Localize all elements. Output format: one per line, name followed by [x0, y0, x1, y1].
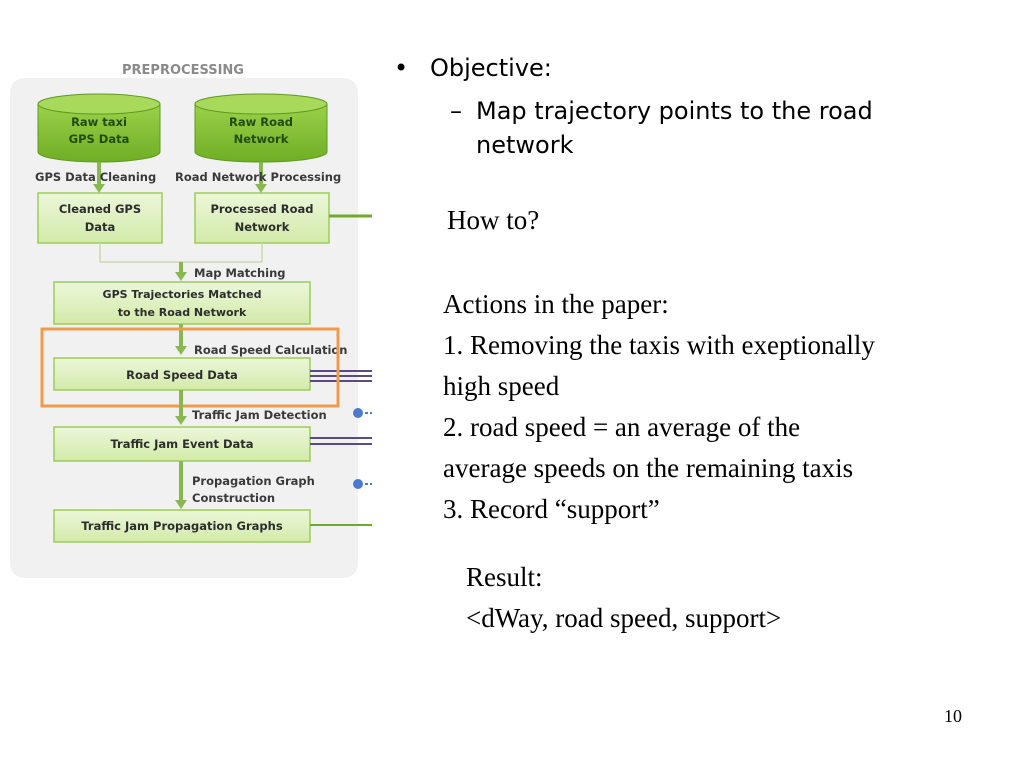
- action-line: average speeds on the remaining taxis: [443, 453, 854, 483]
- diagram-title: PREPROCESSING: [122, 63, 244, 78]
- action-line: 2. road speed = an average of the: [443, 412, 801, 442]
- objective-bullet: • Objective:: [394, 54, 552, 82]
- box-traffic-jam-event: Traffic Jam Event Data: [53, 426, 311, 462]
- cylinder-label-line: GPS Data: [69, 132, 130, 146]
- box-road-speed-data: Road Speed Data: [53, 357, 311, 391]
- box-label: Traffic Jam Propagation Graphs: [81, 519, 282, 533]
- connector-road-speed: [310, 370, 372, 382]
- step-label-road-speed-calc: Road Speed Calculation: [194, 343, 347, 357]
- box-processed-road: Processed Road Network: [194, 192, 330, 244]
- cylinder-label-line: Network: [234, 132, 289, 146]
- action-line: 1. Removing the taxis with exeptionally: [443, 330, 875, 360]
- page-number: 10: [944, 706, 962, 726]
- cylinder-raw-taxi-gps: Raw taxi GPS Data: [37, 93, 161, 163]
- cylinder-label-line: Raw Road: [229, 115, 293, 129]
- action-line: high speed: [443, 371, 560, 401]
- objective-sub-text: Map trajectory points to the road networ…: [476, 97, 873, 159]
- cylinder-label-line: Raw taxi: [71, 115, 127, 129]
- connector-dot: [353, 479, 363, 489]
- step-label-map-matching: Map Matching: [194, 266, 286, 280]
- bullet-dot: •: [394, 54, 409, 82]
- result-block: Result: <dWay, road speed, support>: [466, 557, 781, 639]
- box-label-line: Data: [85, 220, 116, 234]
- box-label: Road Speed Data: [126, 368, 238, 382]
- actions-block: Actions in the paper: 1. Removing the ta…: [443, 284, 875, 530]
- step-label-gps-cleaning: GPS Data Cleaning: [35, 170, 156, 184]
- box-label: Traffic Jam Event Data: [110, 437, 253, 451]
- arrow-map-matching: [175, 262, 187, 281]
- box-label-line: to the Road Network: [118, 306, 247, 319]
- arrow-propagation-graph: [175, 461, 187, 509]
- box-label-line: Processed Road: [210, 202, 313, 216]
- arrow-traffic-jam-detection: [175, 390, 187, 425]
- objective-sub-bullet: – Map trajectory points to the road netw…: [450, 94, 956, 162]
- arrows-top: [93, 162, 267, 193]
- box-label-line: Cleaned GPS: [59, 202, 141, 216]
- box-cleaned-gps: Cleaned GPS Data: [37, 192, 163, 244]
- objective-heading: Objective:: [430, 54, 552, 82]
- connector-traffic-jam: [310, 437, 372, 445]
- result-title: Result:: [466, 562, 543, 592]
- actions-title: Actions in the paper:: [443, 289, 669, 319]
- result-value: <dWay, road speed, support>: [466, 603, 782, 633]
- cylinder-raw-road-network: Raw Road Network: [194, 93, 328, 163]
- preprocessing-diagram: PREPROCESSING Raw taxi GPS Data Raw Road…: [10, 63, 372, 578]
- highlight-box: [40, 327, 340, 408]
- step-label-traffic-jam-detection: Traffic Jam Detection: [192, 408, 327, 422]
- box-label-line: GPS Trajectories Matched: [103, 288, 262, 301]
- action-line: 3. Record “support”: [443, 494, 660, 524]
- box-label-line: Network: [235, 220, 290, 234]
- step-label-propagation-graph: Propagation Graph: [192, 474, 315, 488]
- bullet-dash: –: [450, 97, 462, 125]
- connector-dot: [353, 408, 363, 418]
- step-label-road-processing: Road Network Processing: [175, 170, 341, 184]
- box-gps-trajectories: GPS Trajectories Matched to the Road Net…: [53, 281, 311, 325]
- step-label-propagation-graph: Construction: [192, 491, 275, 505]
- how-to-heading: How to?: [447, 205, 540, 235]
- box-propagation-graphs: Traffic Jam Propagation Graphs: [53, 509, 311, 543]
